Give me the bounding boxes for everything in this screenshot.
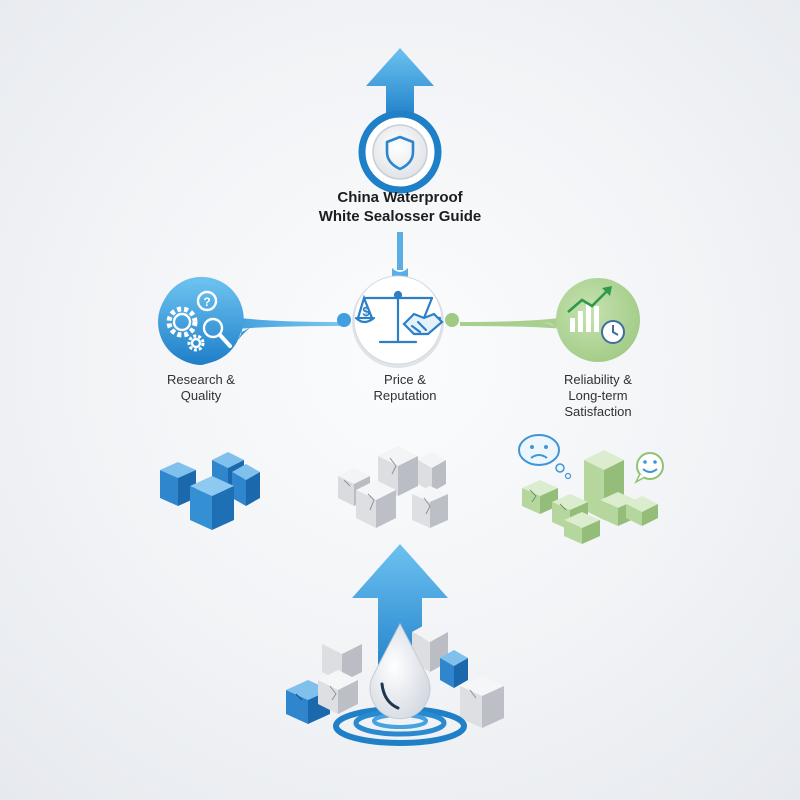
research-node: [158, 276, 262, 365]
reliability-label: Reliability & Long-term Satisfaction: [523, 372, 673, 420]
price-label: Price & Reputation: [330, 372, 480, 404]
blue-cube-cluster: [160, 452, 260, 530]
grey-cube-cluster: [338, 446, 448, 528]
shield-icon: [385, 135, 415, 171]
reliability-label-line-1: Reliability &: [564, 372, 632, 387]
bottom-cube-cluster: [286, 622, 504, 728]
page-title: China Waterproof White Sealosser Guide: [250, 188, 550, 226]
green-cube-cluster: [522, 450, 658, 544]
scales-handshake-icon: $: [354, 290, 444, 344]
research-label-line-1: Research &: [167, 372, 235, 387]
connector-research-price: [228, 313, 351, 330]
gears-magnifier-icon: ?: [166, 290, 232, 352]
title-line-2: White Sealosser Guide: [318, 208, 482, 225]
research-label-line-2: Quality: [180, 388, 222, 403]
bottom-arrow: [352, 544, 448, 680]
reliability-label-line-2: Long-term: [568, 388, 628, 403]
chart-clock-icon: [567, 286, 625, 344]
top-arrow: [366, 48, 434, 120]
research-label: Research & Quality: [126, 372, 276, 404]
svg-text:?: ?: [203, 295, 210, 309]
price-label-line-2: Reputation: [373, 388, 437, 403]
sad-thought-bubble-icon: [518, 434, 572, 480]
top-node: [358, 110, 442, 194]
water-drop-icon: [369, 622, 431, 720]
happy-face-bubble-icon: [634, 452, 664, 484]
price-label-line-1: Price &: [384, 372, 426, 387]
connector-price-reliability: [445, 313, 572, 330]
svg-text:$: $: [362, 304, 370, 319]
connector-title-price: [392, 232, 408, 278]
reliability-label-line-3: Satisfaction: [564, 404, 632, 419]
title-line-1: China Waterproof: [337, 189, 463, 206]
